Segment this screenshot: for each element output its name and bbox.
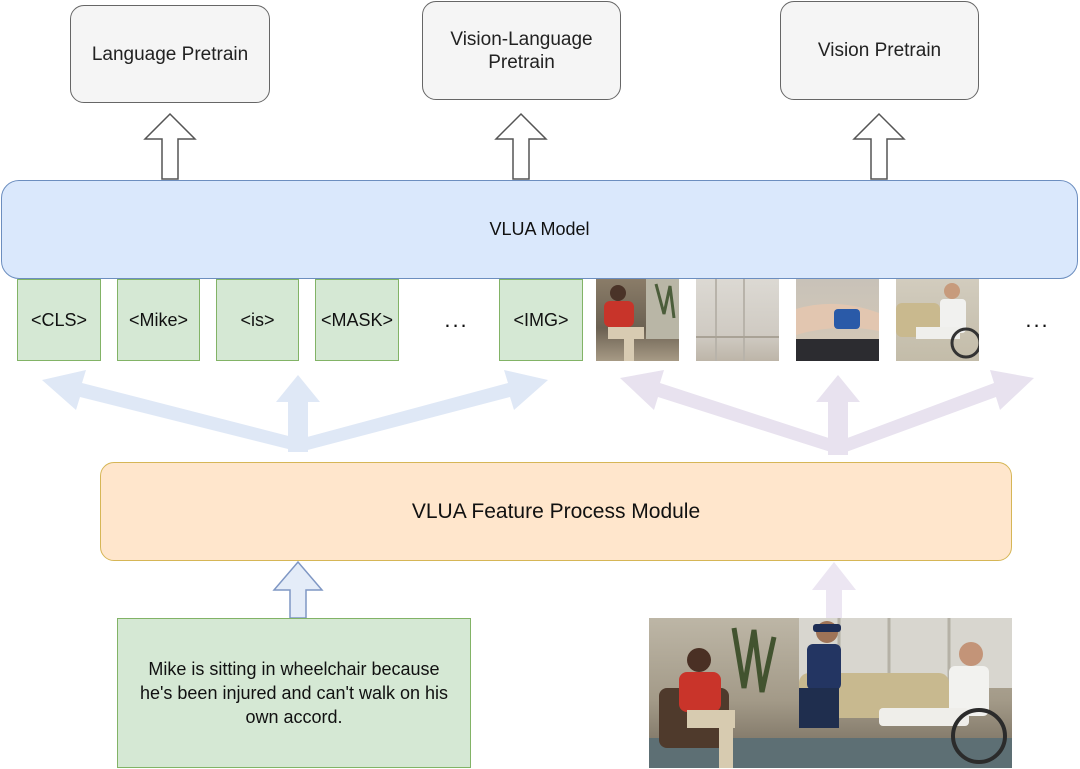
token-img-label: <IMG> [513, 309, 569, 330]
caption-text: Mike is sitting in wheelchair because he… [139, 659, 449, 727]
fan-arrow-image-right [834, 370, 1034, 455]
vlua-model-label: VLUA Model [489, 219, 590, 239]
image-patch-4 [896, 279, 979, 361]
image-patch-4-graphic [896, 283, 979, 359]
fan-arrow-text-left [42, 370, 304, 452]
vision-language-pretrain-box: Vision-Language Pretrain [422, 1, 621, 100]
caption-text-box: Mike is sitting in wheelchair because he… [117, 618, 471, 768]
language-pretrain-label: Language Pretrain [91, 43, 249, 65]
feature-process-module-label: VLUA Feature Process Module [411, 499, 701, 523]
arrow-up-language [143, 112, 197, 180]
arrow-up-text-input [272, 560, 324, 619]
image-patch-3 [796, 279, 879, 361]
language-pretrain-box: Language Pretrain [70, 5, 270, 103]
fan-arrow-image-left [620, 370, 844, 455]
arrow-up-vision [852, 112, 906, 180]
token-mike: <Mike> [117, 279, 200, 361]
scene-photo-graphic [649, 618, 1012, 768]
vision-pretrain-box: Vision Pretrain [780, 1, 979, 100]
arrow-up-image-input [812, 562, 856, 618]
vision-pretrain-label: Vision Pretrain [817, 40, 942, 61]
token-img: <IMG> [499, 279, 583, 361]
arrow-up-vision-language [494, 112, 548, 180]
fan-arrow-text-right [296, 370, 548, 452]
token-ellipsis-label: ... [444, 307, 469, 332]
vision-language-pretrain-label: Vision-Language Pretrain [450, 28, 593, 73]
token-mask-label: <MASK> [320, 309, 394, 330]
fan-arrow-image-center [816, 375, 860, 455]
image-patch-1-graphic [604, 279, 679, 361]
image-patch-2 [696, 279, 779, 361]
scene-photo [649, 618, 1012, 768]
token-mask: <MASK> [315, 279, 399, 361]
image-patch-2-graphic [696, 279, 779, 361]
token-ellipsis: ... [415, 279, 498, 361]
image-ellipsis-label: ... [1025, 307, 1050, 332]
token-is: <is> [216, 279, 299, 361]
token-is-label: <is> [240, 309, 275, 330]
image-patch-3-graphic [796, 303, 879, 361]
feature-process-module-box: VLUA Feature Process Module [100, 462, 1012, 561]
token-cls: <CLS> [17, 279, 101, 361]
token-cls-label: <CLS> [30, 309, 88, 330]
image-patch-1 [596, 279, 679, 361]
fan-arrow-text-center [276, 375, 320, 452]
vlua-model-box: VLUA Model [1, 180, 1078, 279]
token-mike-label: <Mike> [128, 309, 189, 330]
image-ellipsis: ... [996, 279, 1079, 361]
